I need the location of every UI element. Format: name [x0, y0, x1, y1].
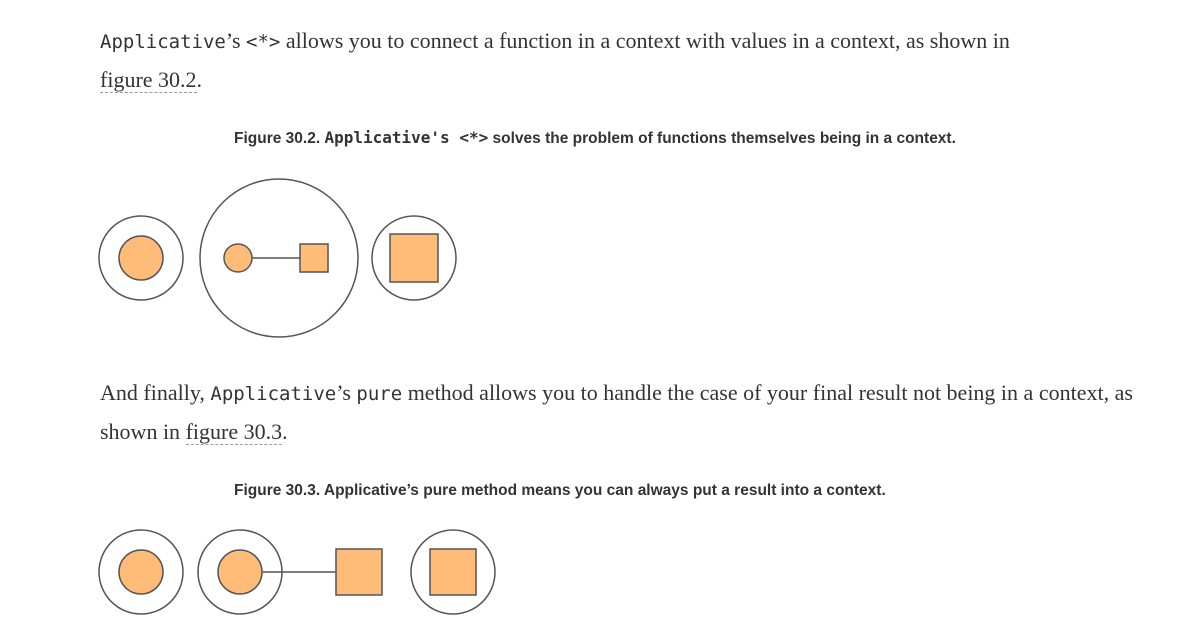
text-possessive: ’s	[336, 380, 357, 405]
figure-30-3-caption: Figure 30.3. Applicative’s pure method m…	[234, 482, 886, 499]
caption-prefix: Figure 30.2.	[234, 130, 325, 147]
paragraph-end: .	[282, 419, 288, 444]
paragraph-text: method allows you to handle the case of …	[100, 380, 1133, 444]
paragraph-applicative-pure: And finally, Applicative’s pure method a…	[100, 374, 1175, 451]
value-in-context-circle	[98, 215, 184, 301]
result-in-context-square	[371, 215, 457, 301]
code-applicative: Applicative	[210, 383, 337, 405]
figure-30-3-diagram	[98, 529, 496, 615]
paragraph-text: allows you to connect a function in a co…	[280, 28, 1010, 53]
figure-30-2-caption: Figure 30.2. Applicative's <*> solves th…	[234, 128, 956, 148]
figure-30-2-link[interactable]: figure 30.2	[100, 67, 197, 93]
value-in-context-circle	[98, 529, 184, 615]
caption-code: Applicative's <*>	[324, 128, 489, 147]
function-in-context	[199, 178, 359, 338]
code-applicative: Applicative	[100, 31, 226, 53]
code-apply-operator: <*>	[246, 31, 281, 53]
text-possessive: ’s	[225, 28, 247, 53]
function-from-context	[197, 529, 383, 615]
result-in-context-square	[410, 529, 496, 615]
paragraph-text: And finally,	[100, 380, 211, 405]
code-pure: pure	[356, 383, 403, 405]
paragraph-applicative-apply: Applicative’s <*> allows you to connect …	[100, 22, 1175, 99]
paragraph-end: .	[196, 67, 203, 92]
figure-30-3-link[interactable]: figure 30.3	[185, 419, 283, 445]
figure-30-2-diagram	[98, 178, 457, 338]
caption-text: solves the problem of functions themselv…	[488, 130, 956, 147]
